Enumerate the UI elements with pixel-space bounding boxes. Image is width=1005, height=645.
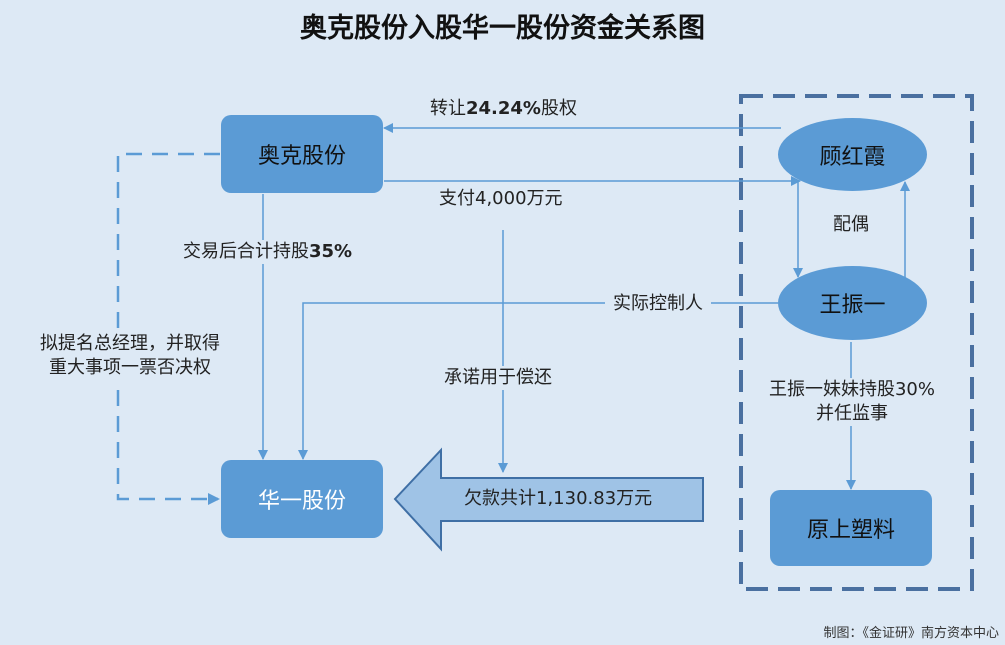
node-huayi: 华一股份: [221, 460, 383, 538]
after-trade-label: 交易后合计持股35%: [183, 240, 353, 264]
sister-label: 王振一妹妹持股30% 并任监事: [754, 378, 950, 426]
credit-text: 制图：《金证研》南方资本中心: [823, 626, 999, 641]
transfer-label: 转让24.24%股权: [430, 97, 577, 121]
node-wangzhenyi: 王振一: [778, 266, 927, 340]
node-guhongxia: 顾红霞: [778, 118, 927, 191]
spouse-label: 配偶: [833, 213, 869, 237]
pay-label: 支付4,000万元: [439, 187, 563, 211]
node-aoke: 奥克股份: [221, 115, 383, 193]
nominate-arrow: [116, 152, 220, 501]
nominate-label: 拟提名总经理，并取得 重大事项一票否决权: [25, 332, 235, 380]
debt-big-arrow: [393, 447, 704, 552]
actual-controller-label: 实际控制人: [605, 292, 711, 316]
diagram-title: 奥克股份入股华一股份资金关系图: [300, 13, 705, 44]
promise-label: 承诺用于偿还: [444, 366, 552, 390]
debt-label: 欠款共计1,130.83万元: [464, 488, 653, 509]
node-yuanshang: 原上塑料: [770, 490, 932, 566]
group-box: [739, 94, 974, 591]
